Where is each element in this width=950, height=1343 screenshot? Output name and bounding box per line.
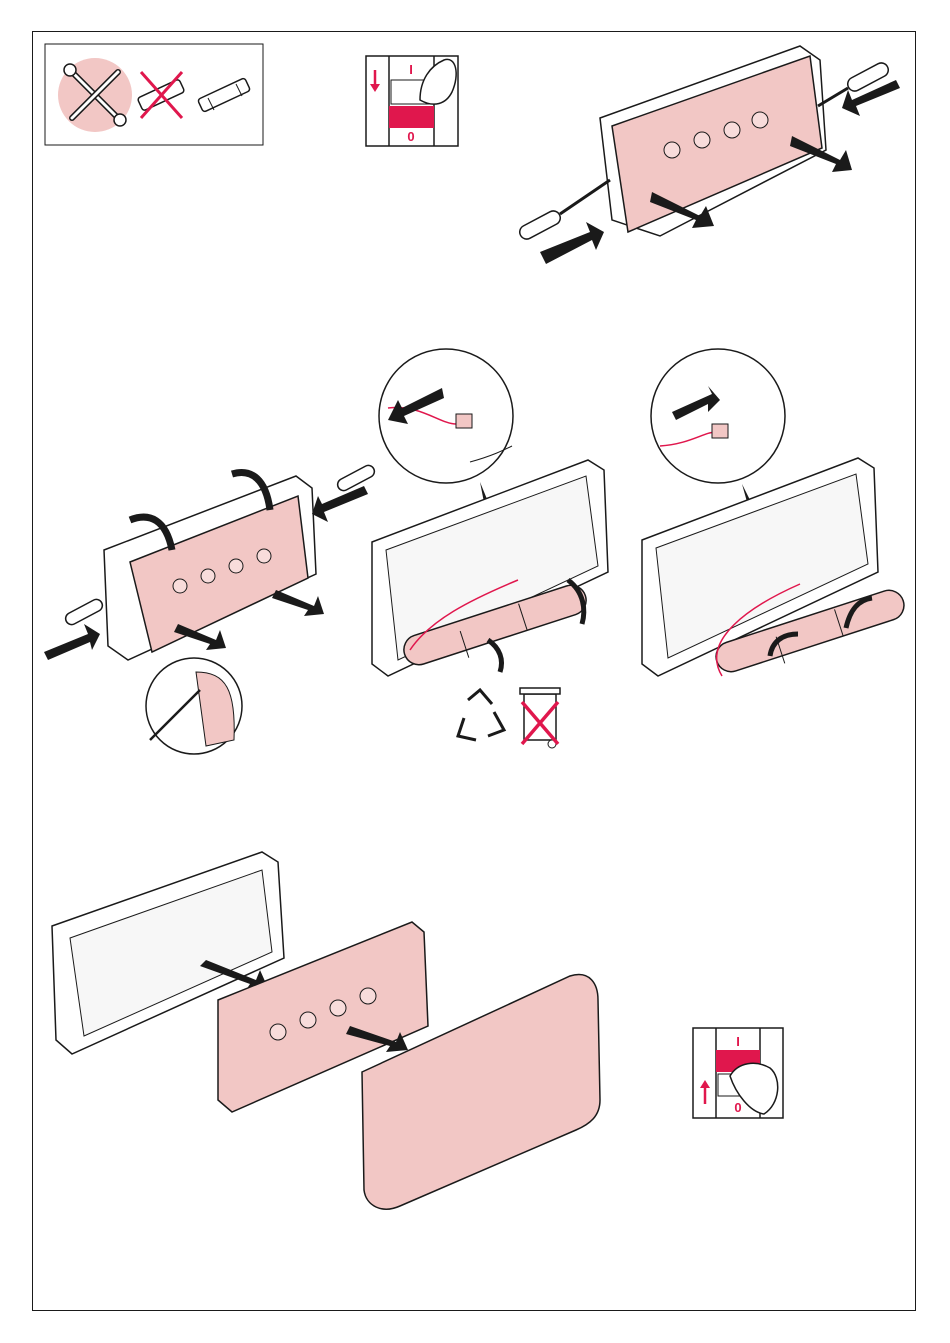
switch-bottom-on-label: I <box>736 1034 740 1049</box>
reassembly-diagram <box>52 852 600 1209</box>
switch-bottom-off-label: 0 <box>734 1100 741 1115</box>
recycle-icon <box>458 690 504 740</box>
disposal-icons <box>458 688 560 748</box>
unit-cover-removal <box>44 463 376 754</box>
battery-removal-diagram <box>372 349 608 676</box>
unit-open-diagram <box>517 46 900 264</box>
switch-on-label: I <box>409 62 413 77</box>
battery-insertion-diagram <box>642 349 908 676</box>
switch-off-label: 0 <box>407 129 414 144</box>
switch-on-panel: I 0 <box>693 1028 783 1118</box>
tools-box <box>45 44 263 145</box>
switch-off-panel: I 0 <box>366 56 458 146</box>
no-bin-icon <box>520 688 560 748</box>
tools-icon <box>58 58 132 132</box>
